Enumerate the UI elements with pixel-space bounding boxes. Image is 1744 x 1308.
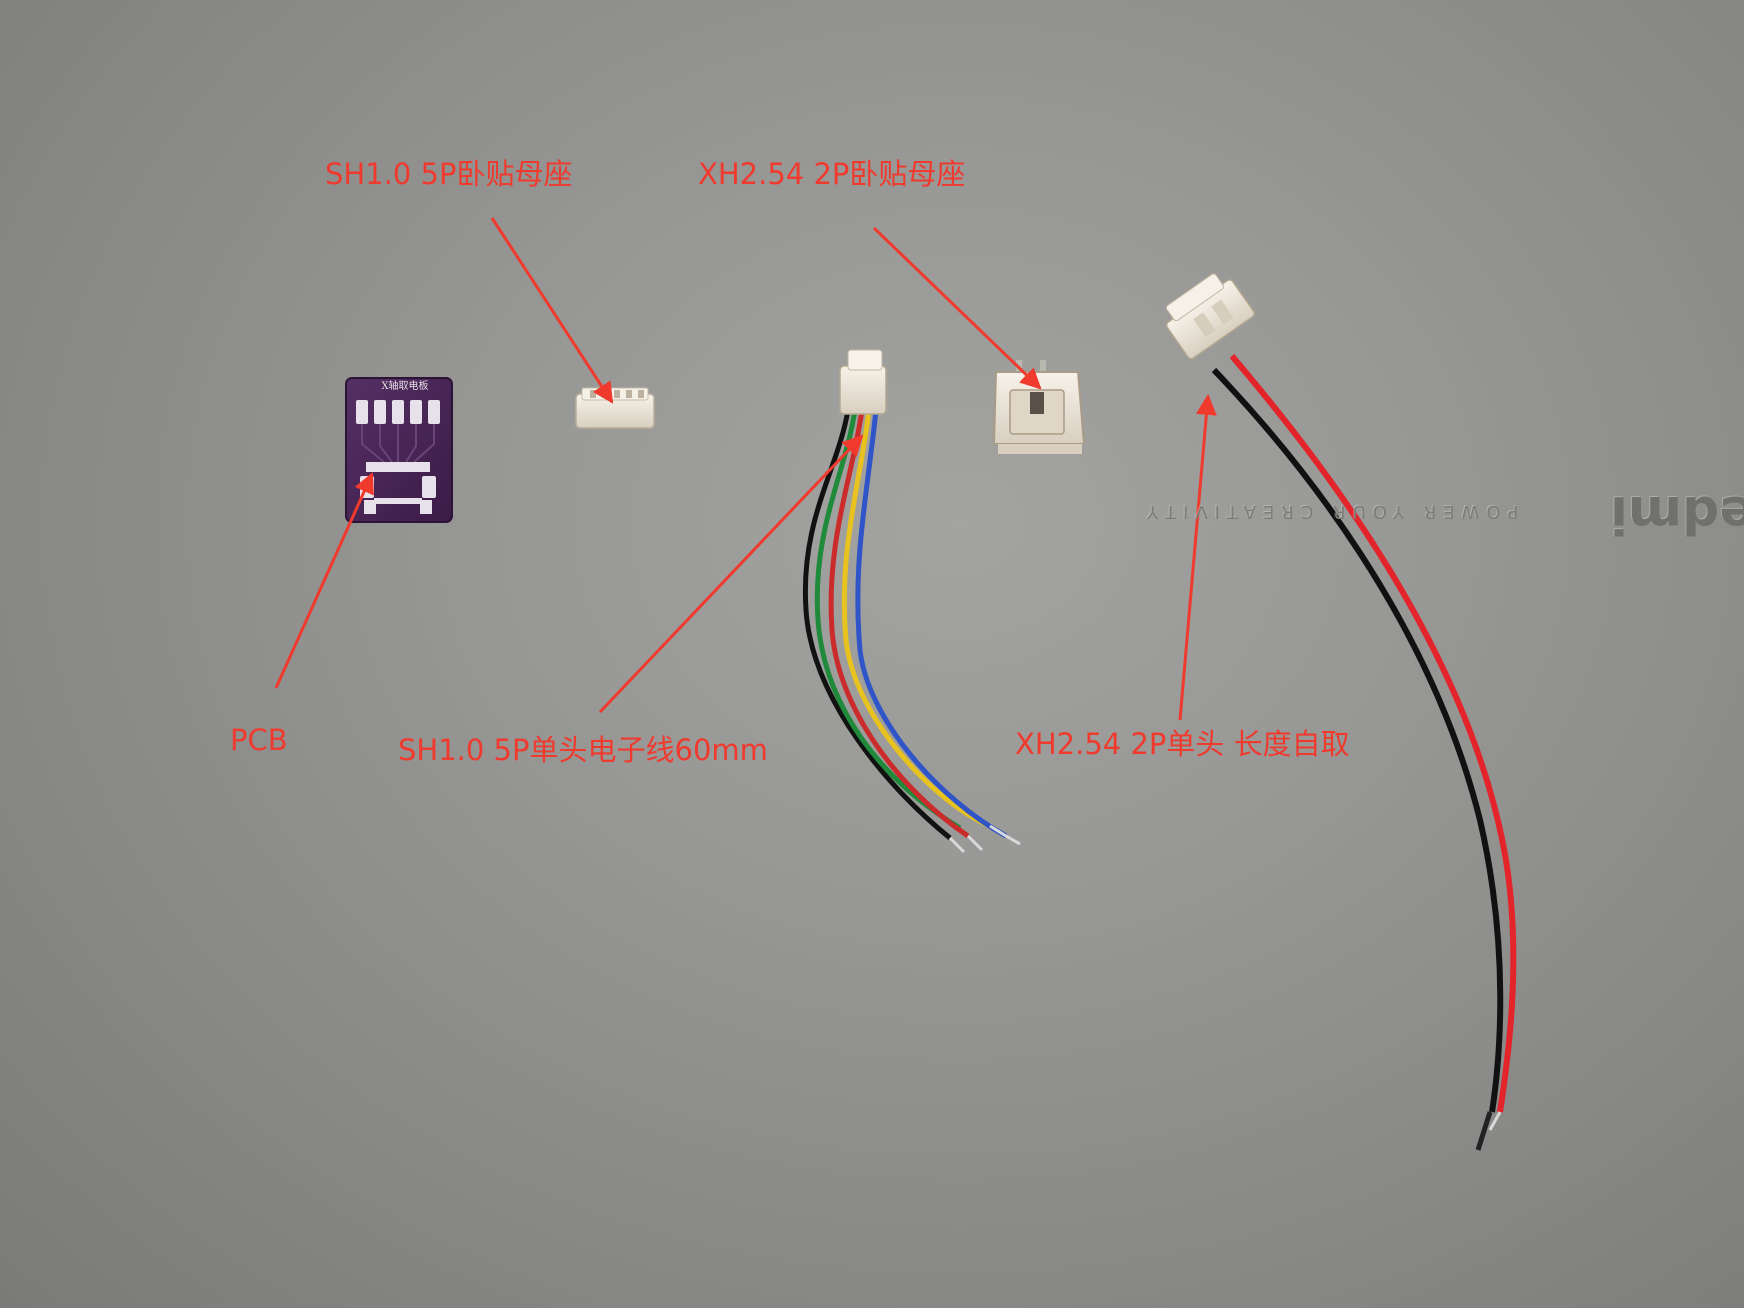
annotation-arrows — [274, 217, 1217, 721]
label-xh-socket: XH2.54 2P卧贴母座 — [698, 157, 966, 191]
sh-socket — [575, 387, 655, 429]
arrow-sh-socket — [490, 217, 614, 404]
label-xh-cable: XH2.54 2P单头 长度自取 — [1015, 727, 1350, 761]
pcb-board — [345, 377, 453, 523]
arrow-pcb — [274, 472, 374, 689]
sh-cable — [802, 349, 1021, 854]
xh-cable — [1165, 273, 1517, 1151]
surface-tagline: POWER YOUR CREATIVITY — [1140, 501, 1519, 522]
label-sh-socket: SH1.0 5P卧贴母座 — [325, 157, 573, 191]
arrow-xh-socket — [872, 226, 1042, 390]
pcb-silkscreen: X轴取电板 — [381, 381, 429, 392]
arrow-sh-cable — [598, 434, 864, 714]
surface-brand-logo: Redmi — [1610, 484, 1744, 544]
label-sh-cable: SH1.0 5P单头电子线60mm — [398, 733, 768, 767]
label-pcb: PCB — [230, 723, 288, 757]
arrow-xh-cable — [1178, 393, 1217, 721]
xh-socket — [992, 360, 1086, 454]
